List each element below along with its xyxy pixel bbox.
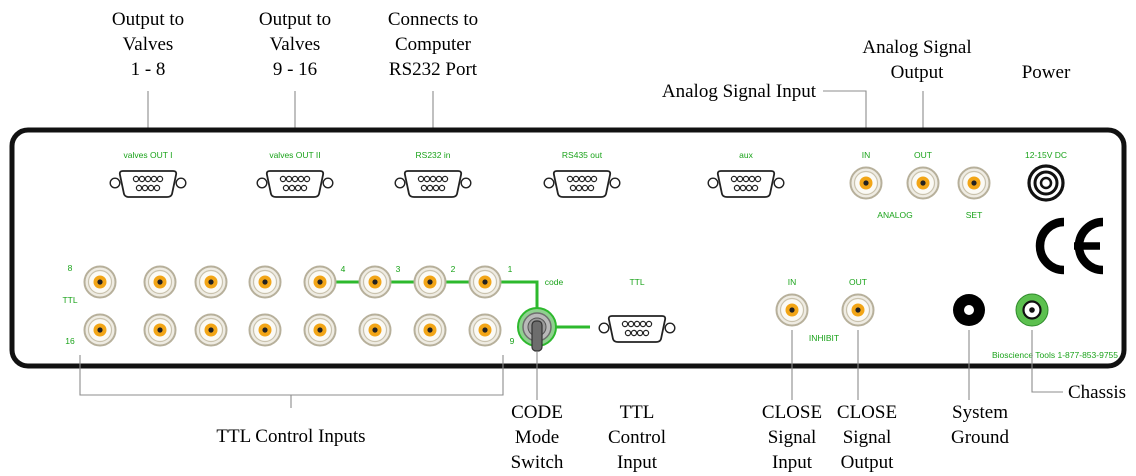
label-rs435-out: RS435 out [562,150,603,160]
label-inhibit: INHIBIT [809,333,839,343]
callout-system-ground: System Ground [951,402,1010,448]
callout-power: Power [1022,62,1071,83]
bnc-inhibit-in [775,293,809,327]
label-analog-in: IN [862,150,871,160]
callout-valves-9-16: Output to Valves 9 - 16 [259,9,331,80]
callout-ttl-control-input: TTL Control Input [608,402,666,473]
bnc-ttl-6 [194,265,228,299]
label-analog-out: OUT [914,150,932,160]
callout-line: Signal [768,427,817,448]
label-code: code [545,277,564,287]
label-ttl: TTL [62,295,77,305]
callout-close-signal-input: CLOSE Signal Input [762,402,822,473]
callout-line: Analog Signal [862,37,971,58]
label-ttl-8: 8 [68,263,73,273]
callout-line: Output to [259,9,331,30]
callout-line: CLOSE [762,402,822,423]
bnc-analog-set [957,166,991,200]
chassis-post-icon [1015,293,1049,327]
label-set: SET [966,210,983,220]
bnc-ttl-12 [303,313,337,347]
label-power-spec: 12-15V DC [1025,150,1067,160]
callout-ttl-control-inputs: TTL Control Inputs [216,426,365,447]
leader-line [823,90,867,145]
label-inhibit-out: OUT [849,277,867,287]
label-code-4: 4 [341,264,346,274]
callout-line: Input [617,452,658,473]
callout-code-mode-switch: CODE Mode Switch [511,402,564,473]
bnc-ttl-4 [303,265,337,299]
label-code-3: 3 [396,264,401,274]
label-inhibit-in: IN [788,277,797,287]
callout-chassis: Chassis [1068,382,1126,403]
callout-analog-input: Analog Signal Input [662,81,817,102]
callout-line: Computer [395,34,472,55]
callout-line: Control [608,427,666,448]
label-ttl-16: 16 [65,336,75,346]
callout-line: CLOSE [837,402,897,423]
callout-line: Output to [112,9,184,30]
label-valves-out-2: valves OUT II [269,150,320,160]
callout-line: Output [841,452,895,473]
callout-line: System [952,402,1008,423]
callout-line: 1 - 8 [131,59,166,80]
label-aux: aux [739,150,753,160]
bnc-ttl-16 [83,313,117,347]
callout-valves-1-8: Output to Valves 1 - 8 [112,9,184,80]
ce-mark-icon [1035,217,1104,275]
bnc-ttl-5 [248,265,282,299]
bnc-ttl-15 [143,313,177,347]
callout-close-signal-output: CLOSE Signal Output [837,402,897,473]
callout-line: Signal [843,427,892,448]
callout-rs232: Connects to Computer RS232 Port [388,9,478,80]
bnc-ttl-7 [143,265,177,299]
label-code-2: 2 [451,264,456,274]
bnc-ttl-11 [358,313,392,347]
callout-line: RS232 Port [389,59,478,80]
bnc-ttl-9 [468,313,502,347]
bnc-ttl-2 [413,265,447,299]
callout-line: Switch [511,452,564,473]
power-jack-icon [1027,164,1065,202]
callout-analog-output: Analog Signal Output [862,37,971,83]
callout-line: Connects to [388,9,478,30]
code-mode-toggle-switch [517,307,557,352]
device-panel [9,127,1127,369]
callout-line: Input [772,452,813,473]
bnc-analog-out [906,166,940,200]
bnc-ttl-8 [83,265,117,299]
label-nine: 9 [510,336,515,346]
bnc-ttl-3 [358,265,392,299]
callout-line: CODE [511,402,563,423]
system-ground-post-icon [953,294,985,326]
callout-line: Ground [951,427,1010,448]
callout-line: TTL [620,402,655,423]
bnc-ttl-1 [468,265,502,299]
label-rs232-in: RS232 in [416,150,451,160]
callout-line: Valves [270,34,321,55]
label-footer: Bioscience Tools 1-877-853-9755 [992,350,1118,360]
callout-line: Output [891,62,945,83]
code-line [320,280,539,318]
callout-line: 9 - 16 [273,59,317,80]
callout-line: Mode [515,427,559,448]
label-valves-out-1: valves OUT I [124,150,173,160]
bnc-analog-in [849,166,883,200]
bnc-ttl-13 [248,313,282,347]
leader-line [1031,330,1063,393]
label-code-1: 1 [508,264,513,274]
bnc-ttl-14 [194,313,228,347]
callout-line: Valves [123,34,174,55]
bnc-ttl-10 [413,313,447,347]
label-ttl-db9: TTL [629,277,644,287]
label-analog: ANALOG [877,210,912,220]
bnc-inhibit-out [841,293,875,327]
